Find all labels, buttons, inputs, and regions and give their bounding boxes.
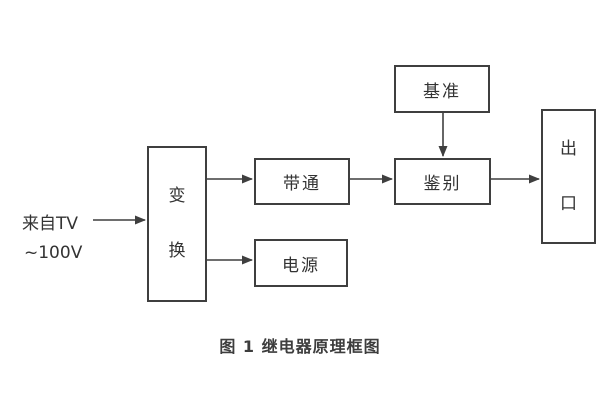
block-bandpass: 带通 (254, 158, 350, 205)
block-reference-label: 基准 (423, 81, 461, 102)
block-reference: 基准 (394, 65, 490, 113)
block-power-label: 电源 (282, 255, 320, 276)
figure-caption: 图 1 继电器原理框图 (219, 337, 381, 356)
input-voltage-label: ~100V (24, 243, 83, 263)
block-bandpass-label: 带通 (283, 174, 321, 194)
input-source-label: 来自TV (22, 214, 79, 234)
block-power: 电源 (254, 239, 348, 287)
block-outlet-label: 出 口 (560, 138, 577, 214)
block-discriminate: 鉴别 (394, 158, 491, 205)
block-outlet: 出 口 (541, 109, 596, 244)
block-discriminate-label: 鉴别 (423, 174, 462, 194)
block-transform-label: 变 换 (168, 186, 186, 261)
block-transform: 变 换 (147, 146, 207, 302)
